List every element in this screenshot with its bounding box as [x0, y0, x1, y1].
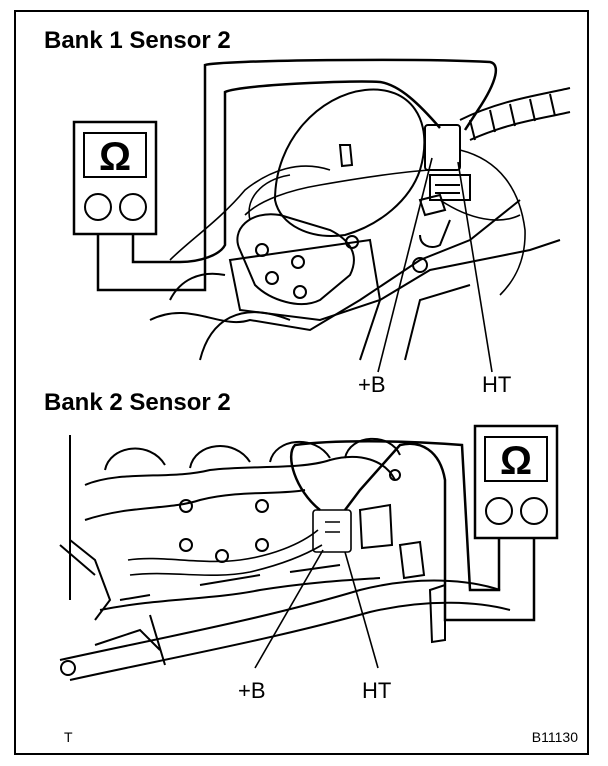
- bank1-ohmmeter: Ω: [72, 120, 158, 236]
- bank2-terminal-b-label: +B: [238, 678, 266, 703]
- bank2-meter-jack-right: [520, 497, 548, 525]
- bank1-meter-jack-right: [119, 193, 147, 221]
- bank2-sensor-harness: [127, 509, 352, 577]
- footer-mark: T: [64, 729, 73, 745]
- bank1-engine: [149, 87, 571, 361]
- bank1-terminal-b-label: +B: [358, 372, 386, 397]
- bank2-title: Bank 2 Sensor 2: [44, 389, 231, 416]
- bank2-callout-lines: [254, 549, 379, 669]
- bank1-test-leads: [96, 58, 498, 292]
- bank1-terminal-ht-label: HT: [482, 372, 511, 397]
- bank1-meter-jack-left: [84, 193, 112, 221]
- figure-code: B11130: [532, 729, 578, 745]
- bank2-test-leads: [290, 440, 536, 622]
- bank2-ohmmeter: Ω: [473, 424, 559, 540]
- bank2-terminal-ht-label: HT: [362, 678, 391, 703]
- bank2-meter-jack-left: [485, 497, 513, 525]
- bank1-title: Bank 1 Sensor 2: [44, 27, 231, 54]
- bank1-sensor-harness: [169, 149, 526, 296]
- bank1-callout-lines: [377, 157, 493, 373]
- bank2-ohm-symbol: Ω: [500, 439, 532, 483]
- bank1-ohm-symbol: Ω: [99, 135, 131, 179]
